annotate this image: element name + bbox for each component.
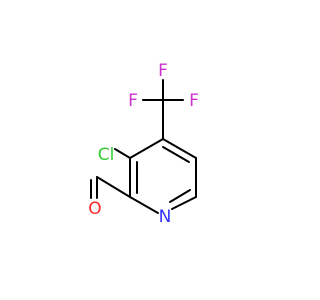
bond-n-c6: [171, 196, 197, 210]
atom-fluorine-left: F: [128, 91, 138, 111]
bond-c2-n: [129, 196, 159, 214]
atom-nitrogen: N: [159, 207, 172, 227]
atom-labels: F F F Cl N O: [88, 61, 199, 227]
atom-oxygen: O: [88, 199, 101, 219]
bond-c5-c4: [162, 138, 197, 159]
bond-c2-cho: [96, 176, 131, 198]
atom-chlorine: Cl: [98, 145, 115, 165]
bond-c3-cl: [114, 148, 131, 159]
molecule-diagram: F F F Cl N O: [88, 61, 199, 227]
atom-fluorine-top: F: [158, 61, 168, 81]
structure-svg: F F F Cl N O: [88, 61, 199, 227]
atom-fluorine-right: F: [189, 91, 199, 111]
bonds: [90, 79, 197, 214]
bond-c5-c4-inner: [162, 146, 190, 163]
bond-n-c6-inner: [169, 189, 191, 203]
bond-c4-c3: [129, 138, 164, 159]
